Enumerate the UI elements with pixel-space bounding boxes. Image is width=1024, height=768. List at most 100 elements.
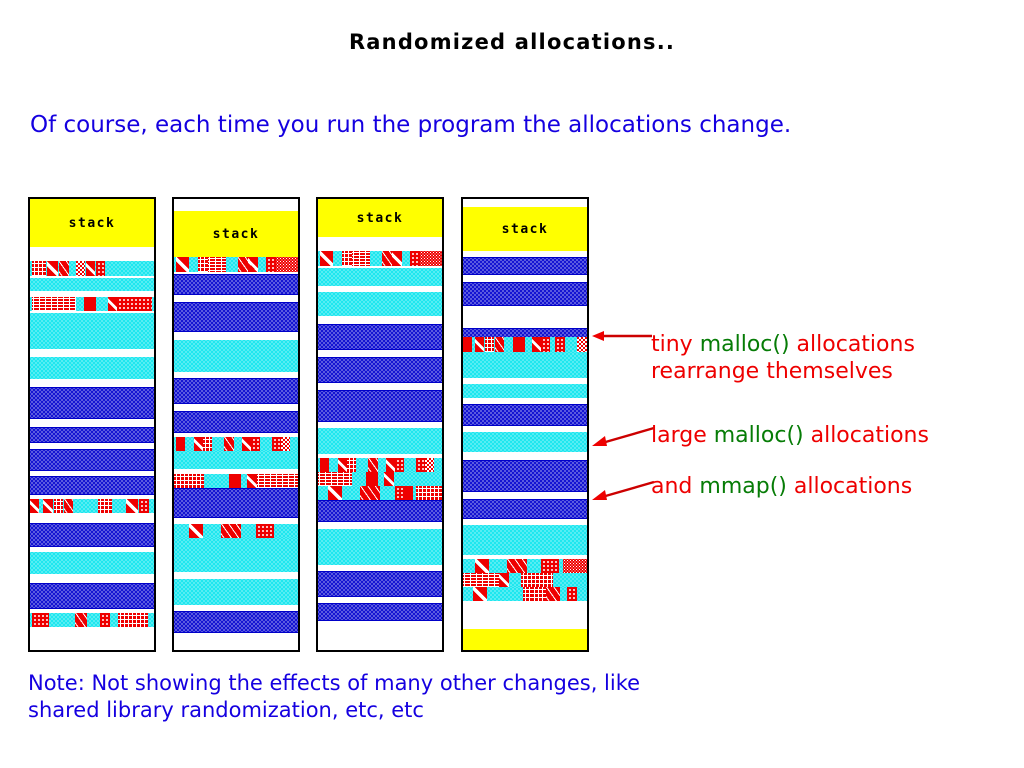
tiny-malloc-block <box>410 251 420 266</box>
segment-label-stack: stack <box>68 215 116 231</box>
mmap-allocation-band <box>30 476 154 495</box>
memory-segment-stack <box>463 207 587 251</box>
mmap-allocation-band <box>463 499 587 519</box>
annotation-mmap-line1: and mmap() allocations <box>651 473 912 500</box>
slide-subtitle: Of course, each time you run the program… <box>30 112 792 138</box>
tiny-malloc-block <box>475 337 484 352</box>
page-title: Randomized allocations.. <box>348 30 676 54</box>
mmap-allocation-band <box>174 302 298 332</box>
large-malloc-band <box>463 432 587 452</box>
memory-band-white <box>30 349 154 357</box>
footnote-line-2: shared library randomization, etc, etc <box>28 698 424 722</box>
tiny-malloc-block <box>352 251 370 266</box>
memory-band-white <box>463 555 587 559</box>
memory-band-white <box>318 597 442 603</box>
mmap-allocation-band <box>174 274 298 295</box>
tiny-malloc-block <box>577 337 587 352</box>
tiny-malloc-block <box>475 559 489 573</box>
memory-band-white <box>30 443 154 449</box>
tiny-malloc-block <box>320 251 333 266</box>
tiny-malloc-block <box>54 499 63 513</box>
memory-band-white <box>30 513 154 523</box>
tiny-malloc-block <box>98 499 112 513</box>
tiny-malloc-block <box>43 499 53 513</box>
segment-label-stack: stack <box>356 210 404 226</box>
large-malloc-band <box>30 552 154 574</box>
mmap-allocation-band <box>30 449 154 471</box>
large-malloc-band <box>463 352 587 378</box>
tiny-malloc-block <box>64 499 73 513</box>
memory-band-white <box>174 295 298 302</box>
large-malloc-band <box>318 529 442 565</box>
memory-band-white <box>463 452 587 460</box>
tiny-malloc-block <box>320 458 329 472</box>
memory-band-white <box>174 605 298 611</box>
tiny-malloc-row <box>174 474 298 488</box>
tiny-malloc-block <box>342 251 352 266</box>
annotation-large-post: allocations <box>803 423 929 448</box>
mmap-allocation-band <box>463 460 587 492</box>
tiny-malloc-block <box>382 251 392 266</box>
tiny-malloc-block <box>224 437 234 451</box>
tiny-malloc-block <box>47 261 58 276</box>
tiny-malloc-block <box>194 437 203 451</box>
tiny-malloc-block <box>176 257 189 272</box>
tiny-malloc-block <box>76 261 85 276</box>
annotation-large-line1: large malloc() allocations <box>651 422 929 449</box>
memory-band-white <box>174 518 298 524</box>
large-malloc-band <box>174 451 298 469</box>
tiny-malloc-block <box>541 559 559 573</box>
memory-band-white <box>174 404 298 411</box>
tiny-malloc-block <box>360 486 380 500</box>
annotation-mmap: and mmap() allocations <box>651 473 912 500</box>
tiny-malloc-block <box>174 474 204 488</box>
memory-band-white <box>463 378 587 384</box>
memory-segment-stack <box>30 199 154 247</box>
tiny-malloc-row <box>318 458 442 472</box>
memory-band-white <box>463 199 587 207</box>
tiny-malloc-row <box>174 524 298 538</box>
tiny-malloc-block <box>84 297 96 311</box>
tiny-malloc-block <box>96 261 105 276</box>
annotation-tiny-malloc: tiny malloc() allocations rearrange them… <box>651 331 915 385</box>
tiny-malloc-row <box>318 486 442 500</box>
tiny-malloc-block <box>499 573 509 587</box>
annotation-large-pre: large <box>651 423 714 448</box>
tiny-malloc-block <box>368 458 378 472</box>
memory-map-column-3: stackprogram <box>316 197 444 652</box>
memory-band-white <box>174 469 298 474</box>
memory-band-white <box>318 316 442 324</box>
tiny-malloc-block <box>108 297 117 311</box>
tiny-malloc-row <box>318 472 442 486</box>
memory-band-white <box>174 332 298 340</box>
memory-band-white <box>318 286 442 292</box>
memory-segment-stack <box>318 199 442 237</box>
memory-band-white <box>463 275 587 282</box>
tiny-malloc-block <box>416 458 425 472</box>
tiny-malloc-block <box>238 257 248 272</box>
tiny-malloc-block <box>328 486 342 500</box>
annotation-tiny-pre: tiny <box>651 332 700 357</box>
tiny-malloc-block <box>229 474 241 488</box>
memory-band-white <box>318 237 442 251</box>
large-malloc-band <box>30 357 154 379</box>
mmap-allocation-band <box>318 324 442 350</box>
annotation-large-code: malloc() <box>713 423 804 448</box>
tiny-malloc-block <box>256 524 274 538</box>
tiny-malloc-block <box>203 437 212 451</box>
segment-label-stack: stack <box>212 226 260 242</box>
tiny-malloc-block <box>318 472 352 486</box>
tiny-malloc-block <box>395 486 404 500</box>
tiny-malloc-row <box>174 437 298 451</box>
annotation-tiny-line2: rearrange themselves <box>651 359 893 384</box>
memory-map-column-1: stackprogram <box>28 197 156 652</box>
tiny-malloc-row <box>30 499 154 513</box>
tiny-malloc-row <box>174 257 298 272</box>
memory-band-white <box>463 251 587 257</box>
tiny-malloc-block <box>272 437 281 451</box>
tiny-malloc-block <box>276 257 298 272</box>
tiny-malloc-block <box>384 472 394 486</box>
tiny-malloc-block <box>59 261 69 276</box>
memory-band-white <box>463 306 587 328</box>
